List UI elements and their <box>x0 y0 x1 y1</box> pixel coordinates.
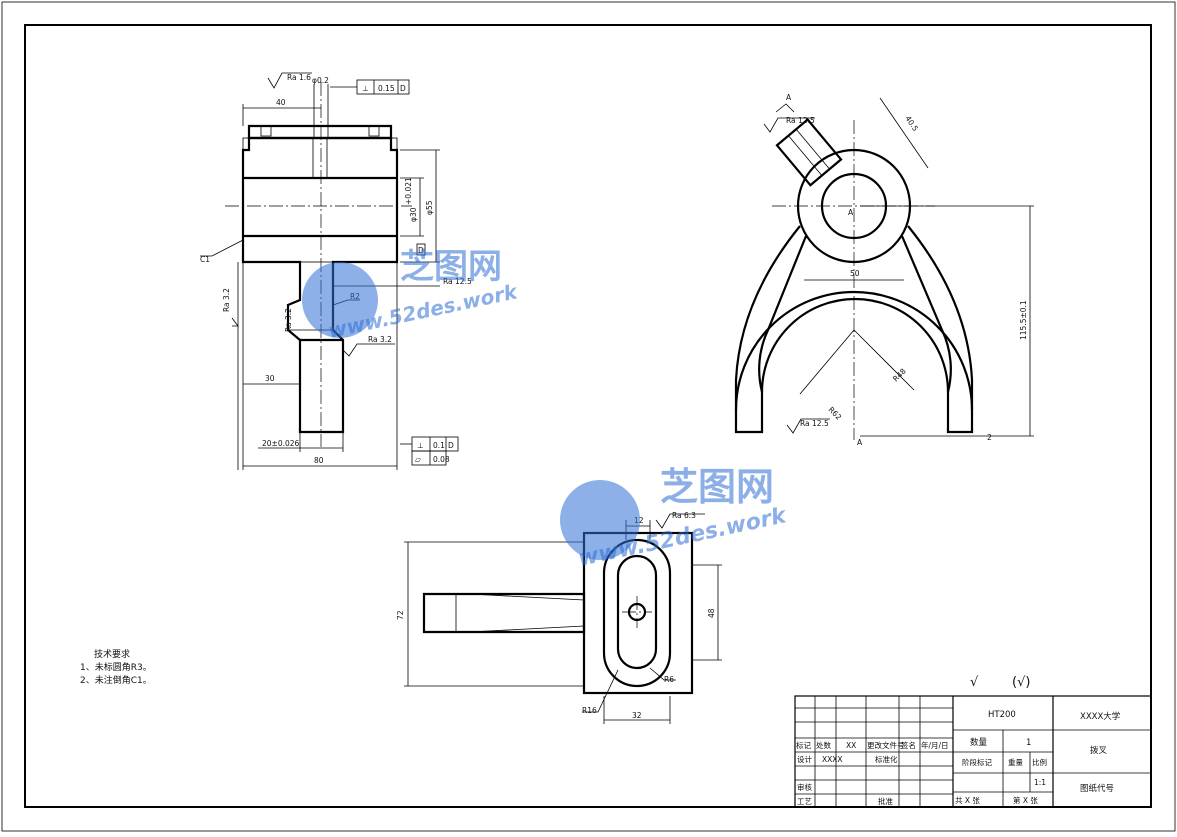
dim-bore: φ30 <box>409 207 418 222</box>
tb-xx: XX <box>846 741 856 750</box>
tb-drawing-code: 图纸代号 <box>1080 783 1114 794</box>
flatness-tolerance: 0.15 <box>378 84 395 93</box>
tb-craft: 工艺 <box>797 797 812 806</box>
bottom-label-a: A <box>857 438 863 447</box>
surface-symbol-main: √ <box>970 675 979 690</box>
center-label-a: A <box>848 208 854 217</box>
side-view: A Ra 12.5 40.5 A 50 115.5±0.1 R48 R62 Ra… <box>734 93 1034 447</box>
tb-count: 处数 <box>816 740 831 750</box>
tb-school: XXXX大学 <box>1080 711 1121 722</box>
side-roughness-bottom: Ra 12.5 <box>800 419 829 428</box>
dim-40: 40 <box>276 98 286 107</box>
section-mark-a: A <box>786 93 792 102</box>
gdt1-datum: D <box>448 441 454 450</box>
dim-height: 115.5±0.1 <box>1019 300 1028 340</box>
gdt1-tolerance: 0.1 <box>433 441 445 450</box>
chamfer-label: C1 <box>200 255 210 264</box>
tb-design-value: XXXX <box>822 755 843 764</box>
tb-audit: 审核 <box>797 782 812 792</box>
dim-r48: R48 <box>891 366 908 383</box>
tb-scale-value: 1:1 <box>1034 778 1046 787</box>
flatness-datum: D <box>400 84 406 93</box>
dim-48: 48 <box>707 608 716 618</box>
tech-item-2: 2、未注倒角C1。 <box>80 674 152 686</box>
tb-stage: 阶段标记 <box>962 757 992 767</box>
dim-72: 72 <box>396 610 405 620</box>
inner-frame <box>24 24 1152 808</box>
dim-32: 32 <box>632 711 642 720</box>
tb-design-label: 设计 <box>797 754 812 764</box>
dim-shaft: 20±0.026 <box>262 439 300 448</box>
title-block: 标记 处数 XX 更改文件号 签名 年/月/日 设计 XXXX 标准化 审核 工… <box>794 695 1152 808</box>
roughness-step: Ra 3.2 <box>368 335 392 344</box>
dim-r62: R62 <box>827 405 844 422</box>
dim-outer: φ55 <box>425 200 434 215</box>
tb-approve: 批准 <box>878 796 893 806</box>
watermark-title-1: 芝图网 <box>400 247 502 287</box>
tb-weight: 重量 <box>1008 758 1023 767</box>
gdt1-symbol: ⊥ <box>417 441 424 450</box>
roughness-left: Ra 3.2 <box>222 288 231 312</box>
tb-standardize: 标准化 <box>875 754 898 764</box>
tech-item-1: 1、未标圆角R3。 <box>80 661 152 673</box>
side-roughness-top: Ra 12.5 <box>786 116 815 125</box>
tb-quantity-label: 数量 <box>970 737 988 748</box>
dim-30: 30 <box>265 374 275 383</box>
dim-2: 2 <box>987 433 992 442</box>
radius-r16: R16 <box>582 706 597 715</box>
gdt2-symbol: ⏥ <box>415 455 421 464</box>
gdt2-tolerance: 0.08 <box>433 455 450 464</box>
surface-symbol-bracket: (√) <box>1012 675 1030 690</box>
tech-requirements: 技术要求 1、未标圆角R3。 2、未注倒角C1。 <box>80 648 152 686</box>
tb-quantity-value: 1 <box>1026 738 1031 748</box>
tech-heading: 技术要求 <box>94 648 130 660</box>
top-roughness: Ra 6.3 <box>672 511 696 520</box>
dim-bore-tol: +0.021 <box>404 177 413 205</box>
dim-small-top: φ0.2 <box>312 76 329 85</box>
dim-80: 80 <box>314 456 324 465</box>
tb-sign: 签名 <box>901 740 916 750</box>
top-view: 72 48 12 Ra 6.3 R6 R16 32 <box>396 511 722 724</box>
tb-part-name: 拨叉 <box>1090 745 1108 756</box>
tb-mark: 标记 <box>796 740 811 750</box>
tb-date: 年/月/日 <box>921 740 949 750</box>
flatness-symbol: ⊥ <box>362 84 369 93</box>
front-view: 40 φ0.2 Ra 1.6 ⊥ 0.15 D φ55 φ30 +0.021 D… <box>200 72 472 470</box>
tb-scale-label: 比例 <box>1032 757 1047 767</box>
roughness-right: Ra 12.5 <box>443 277 472 286</box>
tb-change-doc: 更改文件号 <box>867 740 905 750</box>
dim-50: 50 <box>850 269 860 278</box>
datum-d: D <box>418 246 424 255</box>
dim-slot: 40.5 <box>903 114 920 133</box>
roughness-shaft: Ra 3.2 <box>284 308 293 332</box>
tb-material: HT200 <box>988 710 1016 720</box>
roughness-top: Ra 1.6 <box>287 73 311 82</box>
tb-sheets-total: 共 X 张 <box>955 796 980 805</box>
radius-r6: R6 <box>664 675 674 684</box>
tb-sheet-number: 第 X 张 <box>1013 795 1038 805</box>
watermark-title-2: 芝图网 <box>660 465 774 509</box>
